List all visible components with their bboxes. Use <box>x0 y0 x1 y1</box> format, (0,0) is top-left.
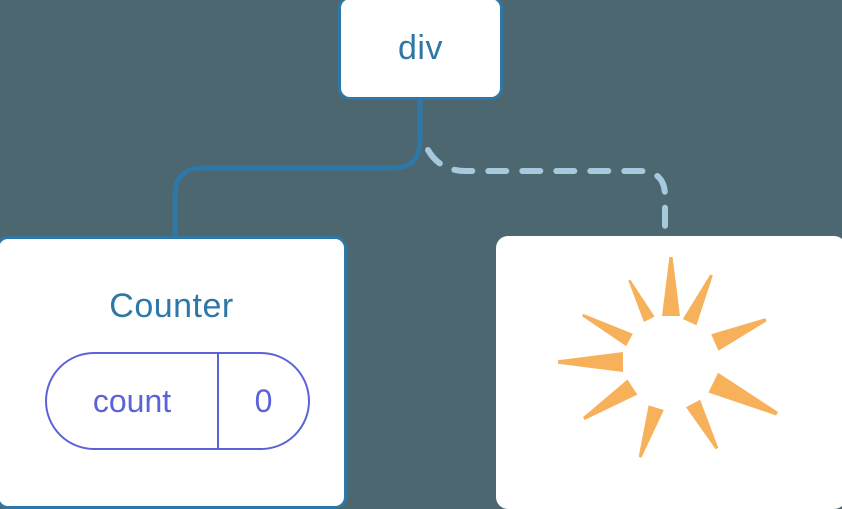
burst-ray-8 <box>708 372 778 416</box>
burst-ray-6 <box>638 405 664 458</box>
node-counter-label: Counter <box>109 287 234 325</box>
edge-root-to-burst <box>425 147 668 241</box>
sparkle-burst-icon <box>558 257 778 458</box>
burst-ray-0 <box>682 274 713 326</box>
state-pill-key-cell: count <box>47 354 219 448</box>
state-pill-key: count <box>92 383 172 419</box>
burst-ray-9 <box>711 318 767 351</box>
state-pill-value: 0 <box>254 383 273 419</box>
burst-ray-2 <box>628 279 655 322</box>
node-burst[interactable] <box>496 236 842 509</box>
node-div-label: div <box>398 29 443 67</box>
burst-ray-3 <box>582 313 633 347</box>
burst-ray-5 <box>582 379 638 420</box>
state-pill-value-cell: 0 <box>219 354 308 448</box>
burst-ray-7 <box>686 399 719 450</box>
node-counter[interactable]: Counter count 0 <box>0 236 347 509</box>
burst-ray-1 <box>662 257 680 316</box>
burst-ray-4 <box>558 352 623 372</box>
edge-root-to-counter <box>172 97 423 241</box>
node-div[interactable]: div <box>338 0 503 100</box>
state-pill-count[interactable]: count 0 <box>45 352 310 450</box>
